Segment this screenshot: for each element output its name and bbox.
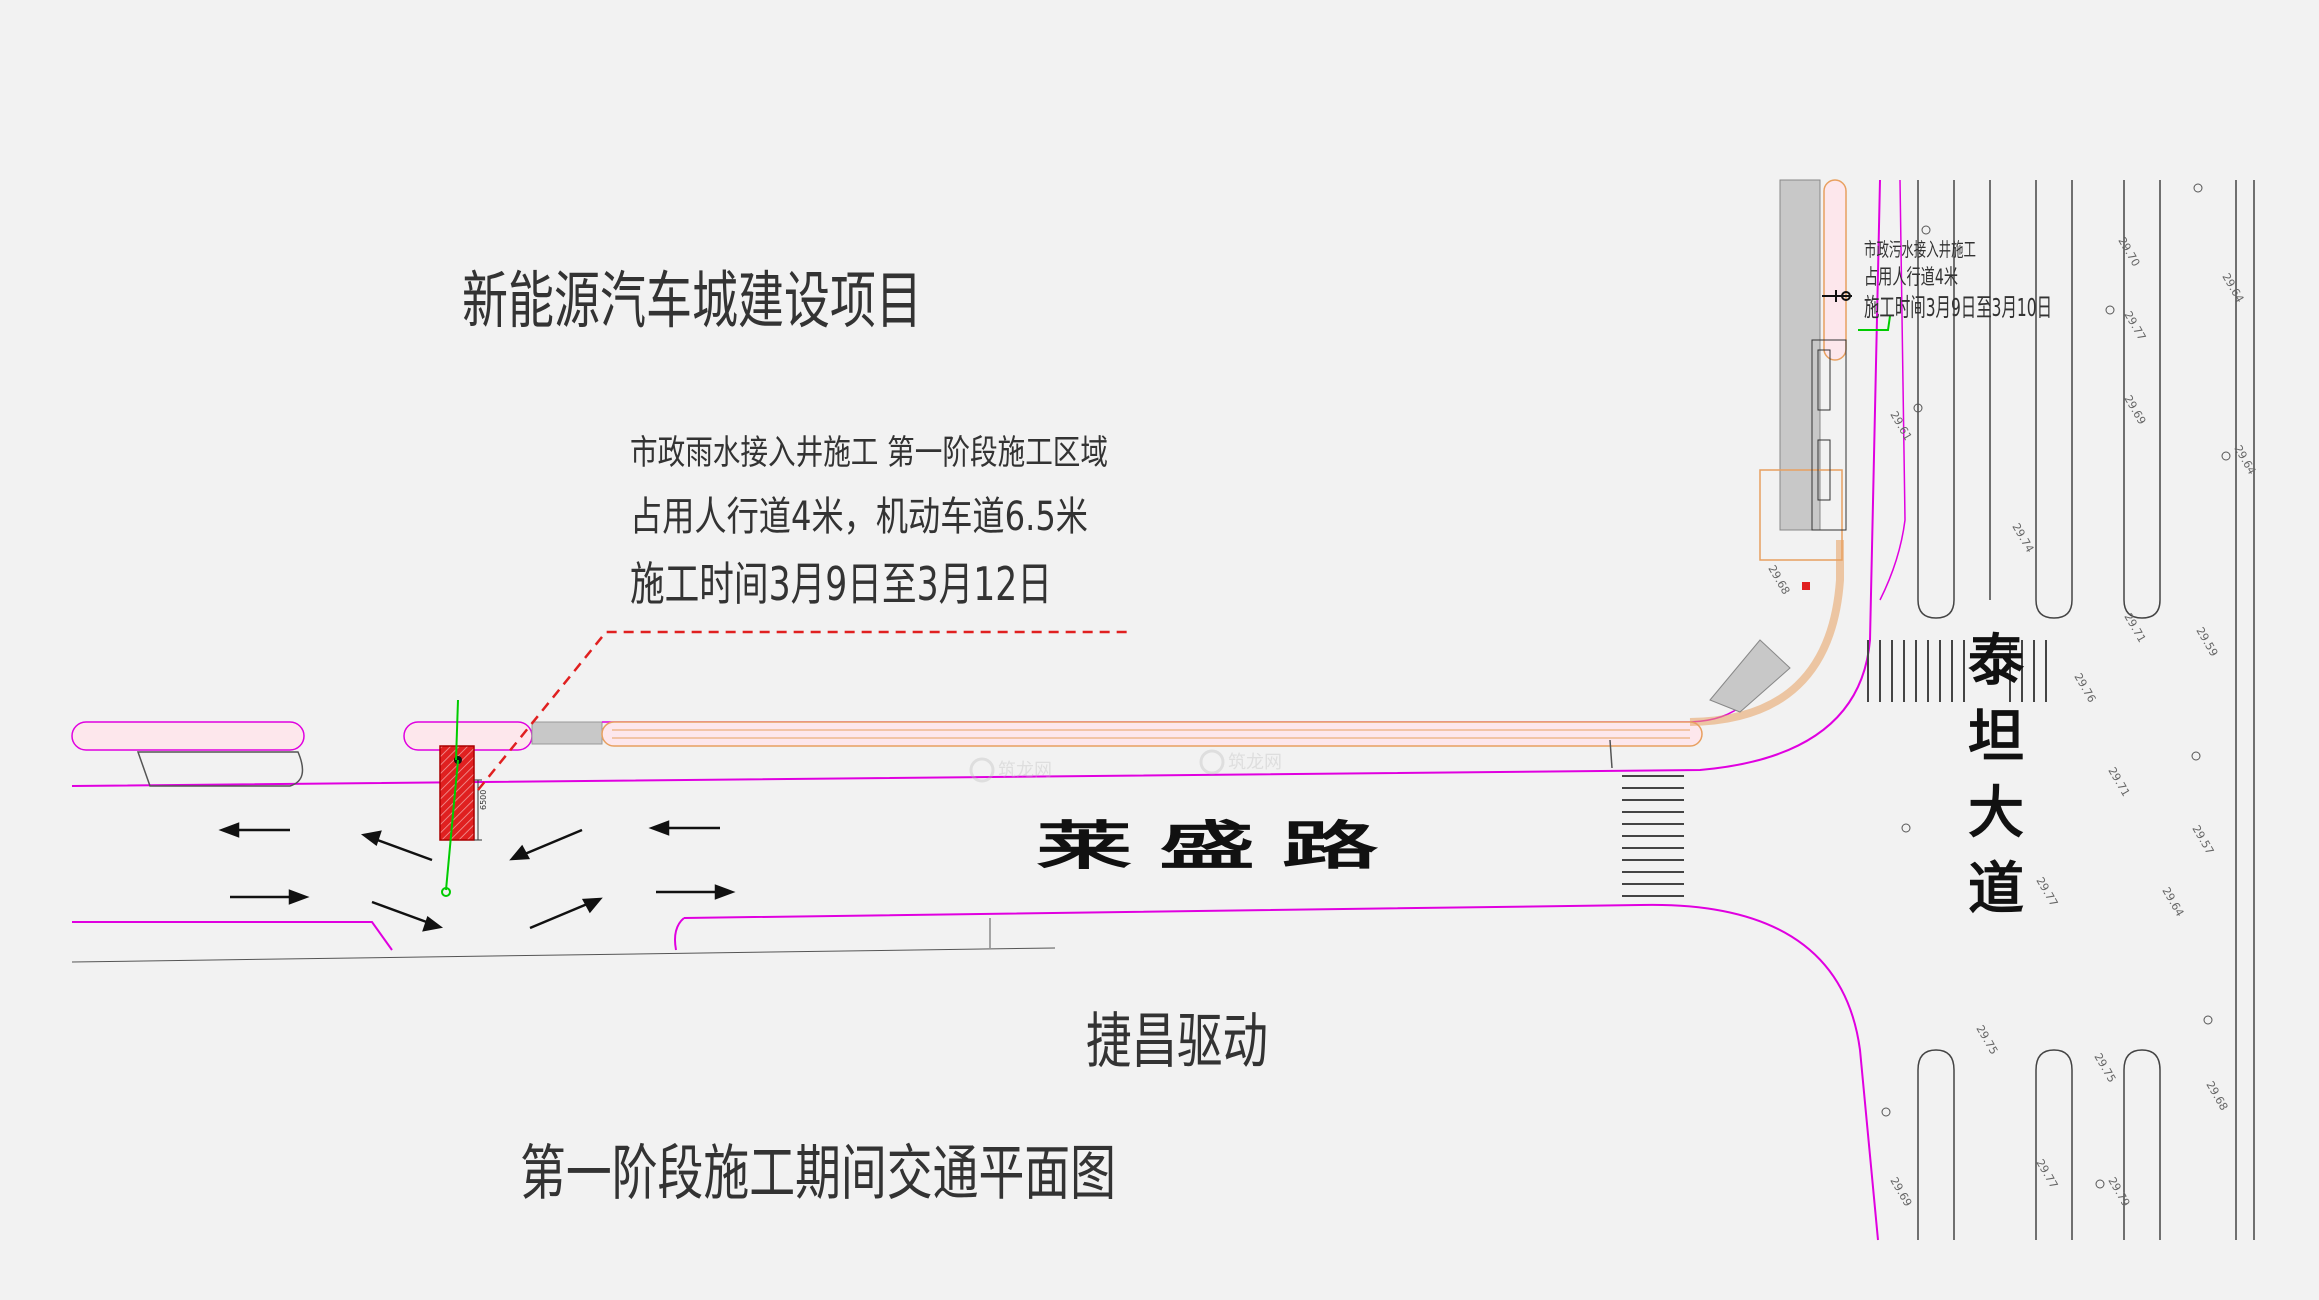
sidewalk-strip — [71, 179, 1847, 751]
curb-mark — [1609, 739, 1613, 769]
watermark-1: 筑龙网 — [998, 760, 1052, 781]
taitan-char-4: 道 — [1968, 857, 2024, 920]
arrow-se-1 — [371, 900, 444, 932]
road-name-taitan: 泰 坦 大 道 — [1968, 629, 2025, 920]
stage-title: 第一阶段施工期间交通平面图 — [520, 1139, 1116, 1209]
elev-3: 29.77 — [2121, 309, 2148, 343]
elev-10: 29.59 — [2193, 625, 2220, 659]
sewage-note-line2: 占用人行道4米 — [1864, 265, 1958, 289]
taitan-char-2: 坦 — [1968, 705, 2024, 768]
elev-9: 29.71 — [2121, 611, 2148, 645]
rain-work-zone: 6500 — [439, 745, 488, 841]
sewage-work-marker — [1822, 290, 1852, 302]
arrow-west-1 — [218, 822, 290, 838]
rain-note-line1: 市政雨水接入井施工 第一阶段施工区域 — [630, 433, 1108, 473]
company-label: 捷昌驱动 — [1086, 1007, 1268, 1077]
crosswalk-laisheng — [1622, 775, 1684, 897]
project-title: 新能源汽车城建设项目 — [462, 264, 922, 337]
crosswalk-taitan — [1867, 640, 2047, 702]
elev-20: 29.79 — [2105, 1175, 2132, 1209]
taitan-char-1: 泰 — [1968, 629, 2025, 692]
arrow-nw-1 — [360, 830, 433, 862]
elev-14: 29.77 — [2033, 875, 2060, 909]
taitan-char-3: 大 — [1968, 781, 2024, 844]
watermark-2: 筑龙网 — [1228, 752, 1282, 773]
arrow-nw-2 — [509, 828, 583, 861]
road-name-laisheng: 莱 盛 路 — [1036, 818, 1380, 876]
arrow-east-1 — [230, 889, 310, 905]
taitan-lane-islands — [1917, 180, 2255, 1240]
traffic-arrows — [218, 820, 736, 932]
elev-1: 29.70 — [2115, 235, 2142, 269]
parking-bay — [136, 751, 304, 787]
road-boundaries — [71, 179, 1906, 1241]
sewage-note-line1: 市政污水接入井施工 — [1864, 239, 1976, 261]
arrow-west-2 — [648, 820, 720, 836]
elev-8: 29.68 — [1765, 563, 1792, 597]
sewage-work-note: 市政污水接入井施工 占用人行道4米 施工时间3月9日至3月10日 — [1864, 239, 2052, 322]
sewage-green-marker — [1858, 315, 1891, 331]
green-pipe-marker — [441, 699, 459, 897]
dimension-label: 6500 — [479, 790, 488, 810]
rain-work-note: 市政雨水接入井施工 第一阶段施工区域 占用人行道4米，机动车道6.5米 施工时间… — [630, 433, 1108, 611]
rain-note-line3: 施工时间3月9日至3月12日 — [630, 557, 1052, 611]
rain-note-line2: 占用人行道4米，机动车道6.5米 — [630, 494, 1088, 540]
elev-5: 29.69 — [2121, 393, 2148, 427]
elev-11: 29.76 — [2071, 671, 2098, 705]
south-curb-line — [71, 947, 1056, 963]
elev-2: 29.64 — [2219, 271, 2246, 305]
sewage-note-line3: 施工时间3月9日至3月10日 — [1864, 293, 2052, 322]
elev-4: 29.61 — [1887, 409, 1914, 443]
elev-18: 29.68 — [2203, 1079, 2230, 1113]
elev-13: 29.57 — [2189, 823, 2216, 857]
manhole-markers — [1881, 183, 2231, 1189]
elev-19: 29.77 — [2033, 1157, 2060, 1191]
arrow-se-2 — [529, 897, 603, 930]
elev-12: 29.71 — [2105, 765, 2132, 799]
arrow-east-2 — [656, 884, 736, 900]
watermark-logos: 筑龙网 筑龙网 — [969, 749, 1282, 783]
elev-16: 29.75 — [1973, 1023, 2000, 1057]
rain-leader-line — [477, 630, 1130, 791]
elev-15: 29.64 — [2159, 885, 2186, 919]
elev-21: 29.69 — [1887, 1175, 1914, 1209]
elev-17: 29.75 — [2091, 1051, 2118, 1085]
elev-7: 29.74 — [2009, 521, 2036, 555]
